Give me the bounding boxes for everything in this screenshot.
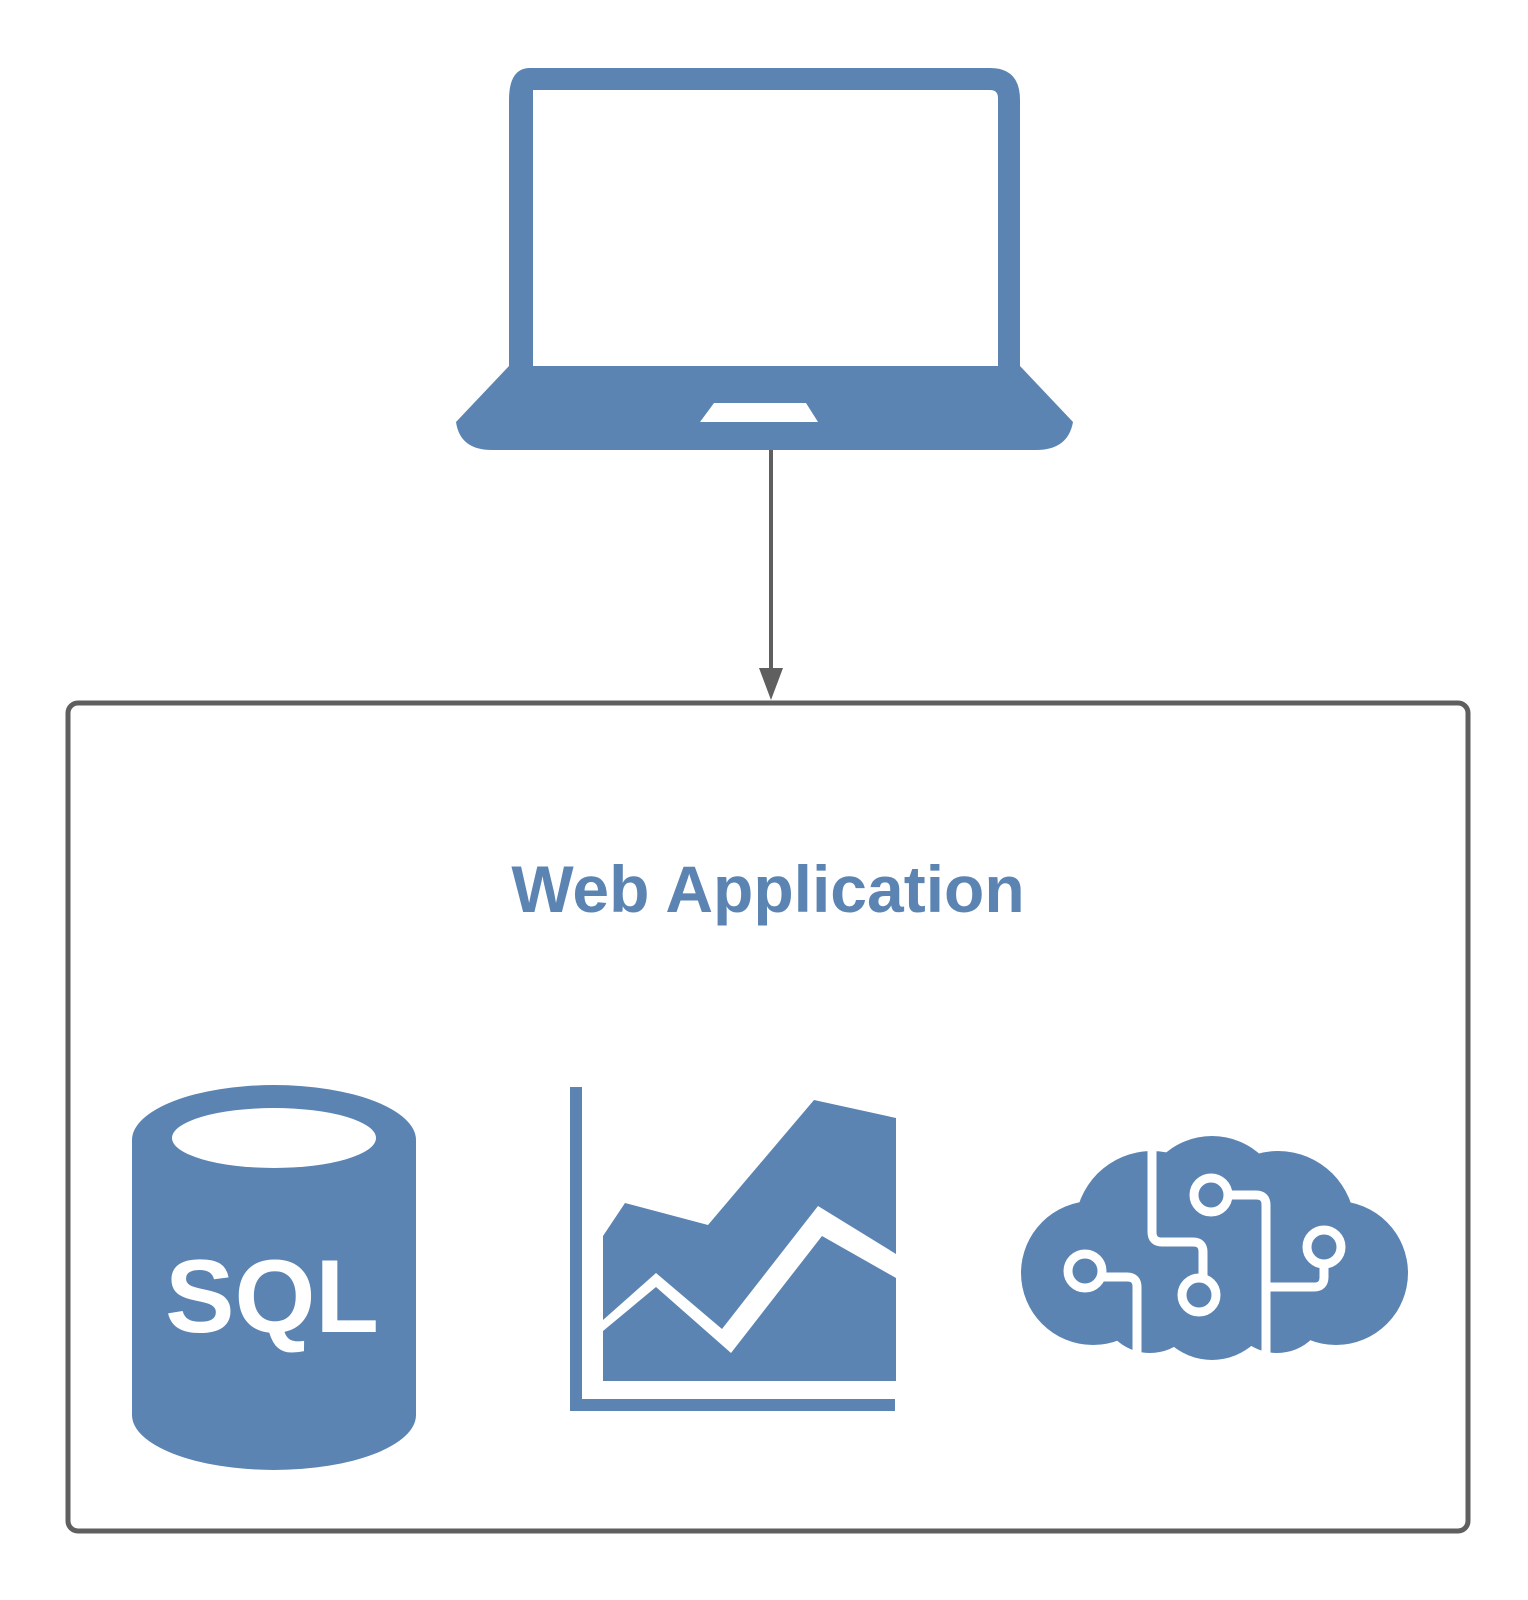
circuit-node	[1302, 1225, 1346, 1269]
connector-arrow	[759, 450, 783, 700]
circuit-node	[1189, 1173, 1233, 1217]
chart-area-back	[603, 1100, 896, 1329]
sql-database-icon: SQL	[132, 1085, 416, 1470]
database-cylinder-top	[172, 1108, 376, 1168]
circuit-lines	[1093, 1140, 1329, 1356]
arrow-head	[759, 668, 783, 700]
laptop-screen-frame	[509, 68, 1020, 370]
web-application-title: Web Application	[511, 852, 1024, 926]
laptop-touchpad	[700, 403, 818, 422]
circuit-nodes	[1063, 1173, 1346, 1317]
chart-axes	[570, 1087, 895, 1411]
laptop-icon	[456, 68, 1073, 450]
database-cylinder-body	[132, 1085, 416, 1470]
circuit-node	[1177, 1273, 1221, 1317]
cloud-brain-circuit-icon	[1021, 1136, 1408, 1360]
area-chart-icon	[570, 1087, 896, 1411]
chart-area-front	[603, 1236, 896, 1381]
circuit-node	[1063, 1249, 1107, 1293]
database-label: SQL	[165, 1239, 379, 1355]
